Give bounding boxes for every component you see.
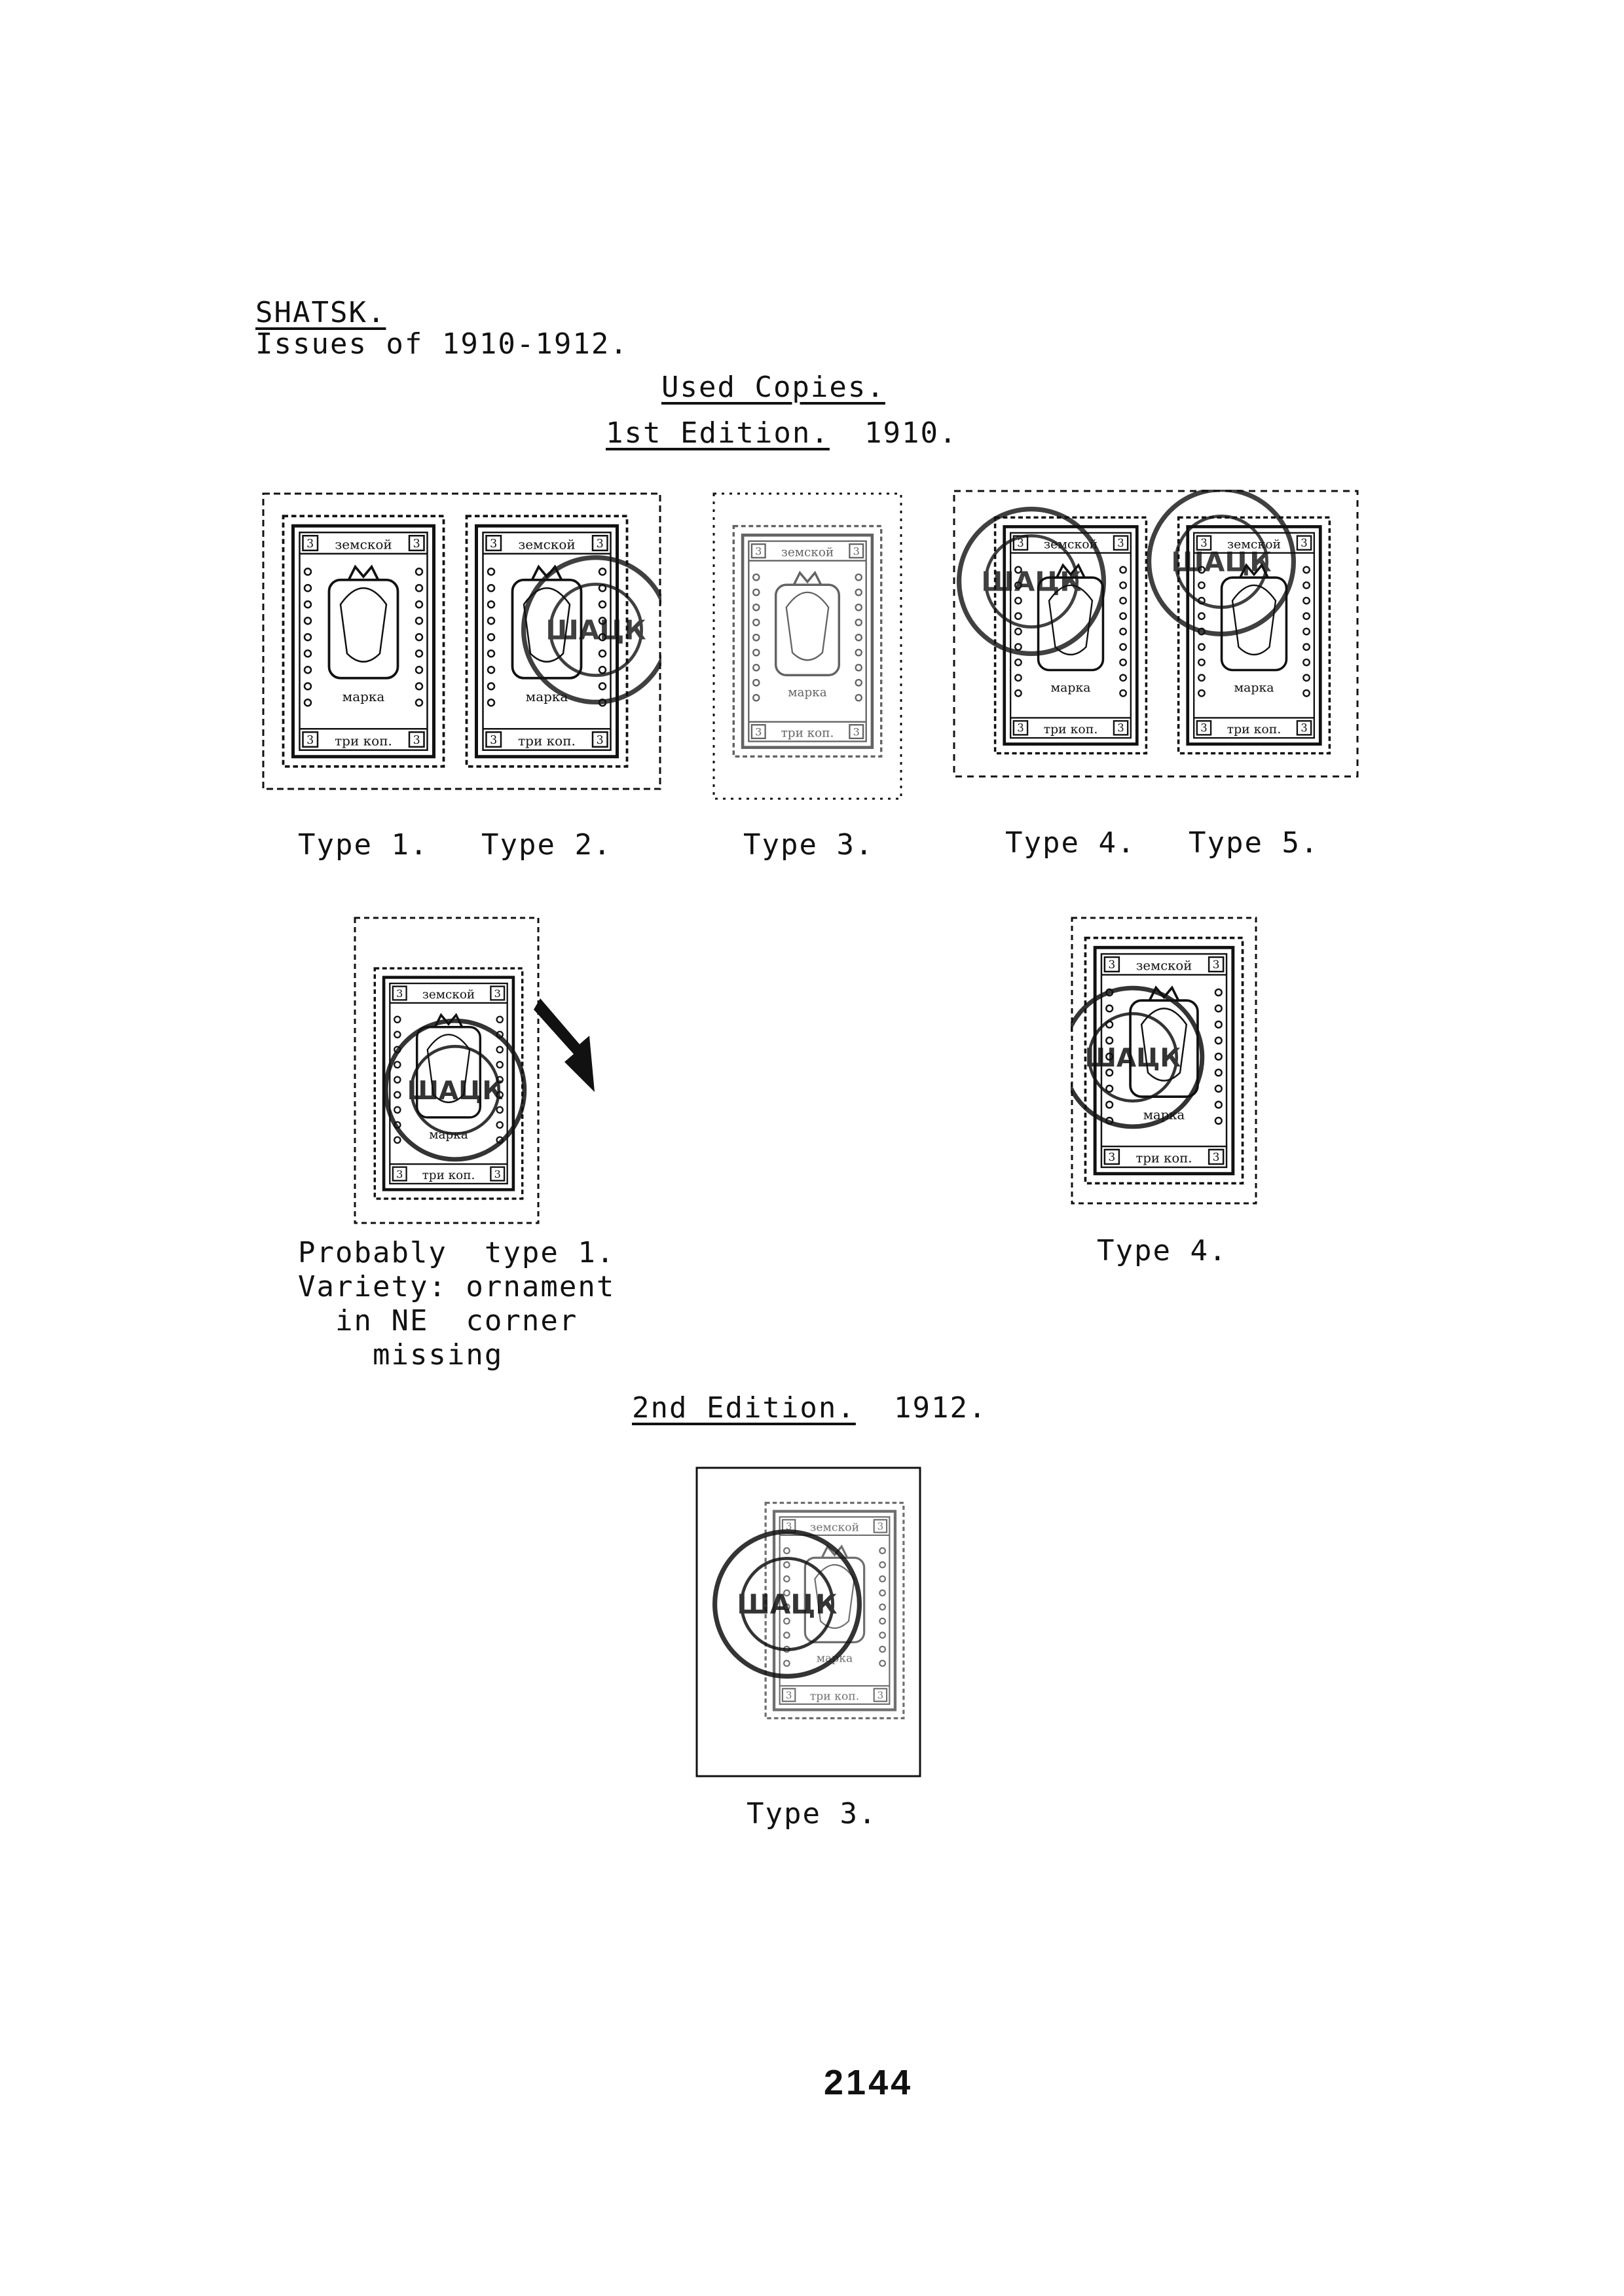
caption-variety: Probably type 1. Variety: ornament in NE… bbox=[298, 1236, 616, 1372]
caption-type3: Type 3. bbox=[743, 828, 874, 862]
stamp-variety bbox=[354, 917, 602, 1224]
caption-type1: Type 1. bbox=[298, 828, 429, 862]
caption-type2: Type 2. bbox=[481, 828, 612, 862]
edition2-year: 1912. bbox=[894, 1391, 987, 1425]
page-number: 2144 bbox=[824, 2063, 913, 2102]
caption-type5: Type 5. bbox=[1189, 826, 1320, 860]
caption-type4: Type 4. bbox=[1005, 826, 1136, 860]
stamp-pair-type4-type5 bbox=[953, 490, 1359, 778]
stamp-type3 bbox=[712, 492, 902, 800]
edition1-year: 1910. bbox=[864, 416, 958, 450]
stamp-type4-single bbox=[1071, 917, 1257, 1205]
stamp-pair-type1-type2 bbox=[262, 492, 661, 790]
edition2-label: 2nd Edition. bbox=[632, 1391, 856, 1425]
section-heading: Used Copies. bbox=[661, 371, 885, 404]
stamp-edition2-type3 bbox=[695, 1467, 921, 1777]
page-title: SHATSK. bbox=[255, 296, 386, 329]
edition1-label: 1st Edition. bbox=[606, 416, 830, 450]
caption-type4b: Type 4. bbox=[1097, 1234, 1228, 1267]
pointer-arrow-icon bbox=[534, 998, 595, 1092]
page-subtitle: Issues of 1910-1912. bbox=[255, 327, 629, 361]
caption-edition2-type3: Type 3. bbox=[747, 1797, 877, 1831]
